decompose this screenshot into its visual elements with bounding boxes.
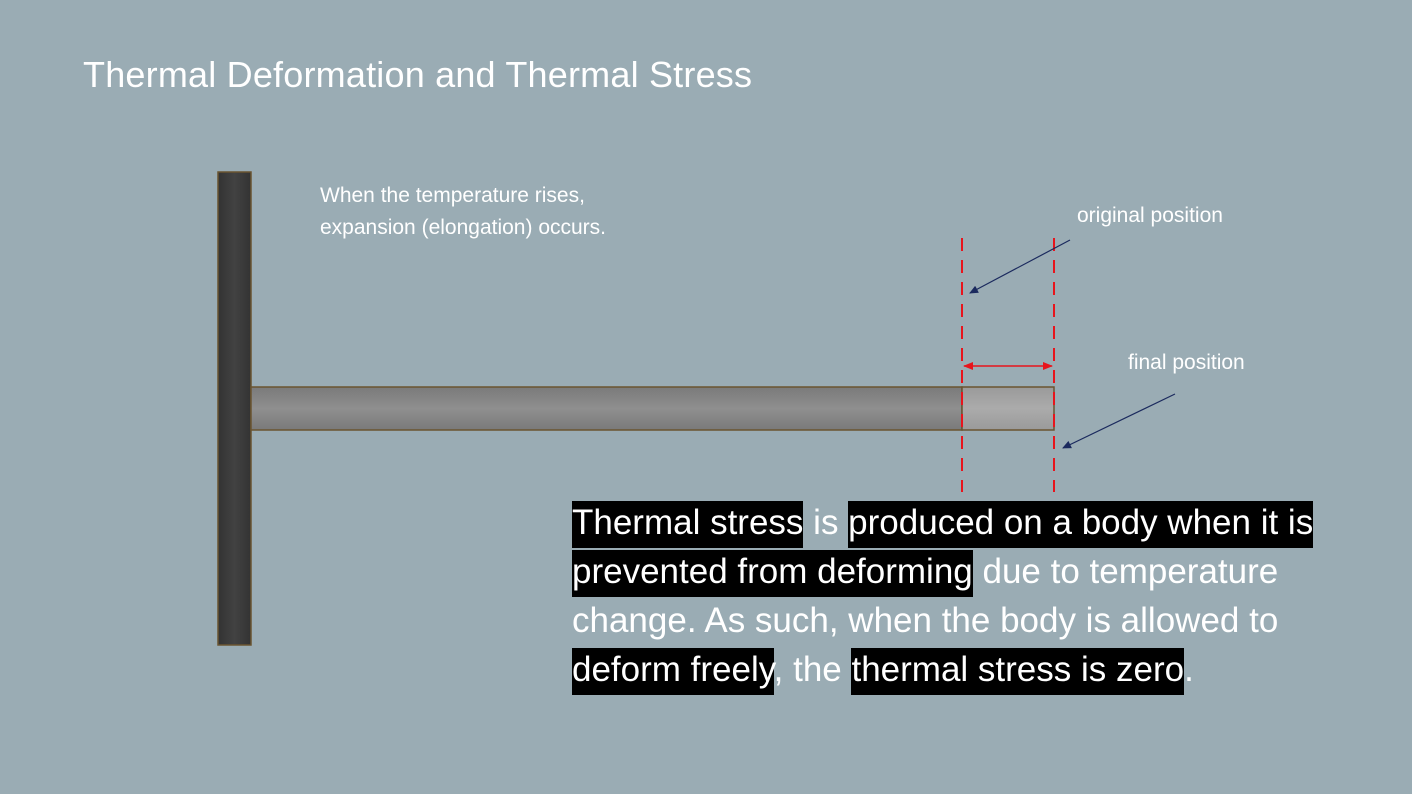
paragraph-text-temperature-change: due to temperature change. As such, when… (572, 552, 1279, 640)
final-position-label: final position (1128, 351, 1245, 374)
paragraph-text-period: . (1184, 650, 1194, 689)
original-position-pointer (969, 239, 1071, 294)
final-position-pointer (1062, 393, 1176, 449)
highlight-thermal-stress: Thermal stress (572, 501, 804, 548)
paragraph-text-the: , the (773, 650, 852, 689)
bar-original (250, 386, 963, 431)
highlight-stress-zero: thermal stress is zero (851, 648, 1185, 695)
bar-elongation (961, 386, 1055, 431)
expansion-caption: When the temperature rises, expansion (e… (320, 180, 606, 244)
slide-title: Thermal Deformation and Thermal Stress (83, 54, 753, 95)
caption-line-1: When the temperature rises, (320, 184, 585, 207)
highlight-deform-freely: deform freely (572, 648, 774, 695)
caption-line-2: expansion (elongation) occurs. (320, 216, 607, 239)
thermal-stress-explanation: Thermal stress is produced on a body whe… (572, 498, 1362, 695)
paragraph-text-is: is (803, 503, 849, 542)
fixed-wall (217, 171, 252, 646)
original-position-label: original position (1077, 204, 1223, 227)
